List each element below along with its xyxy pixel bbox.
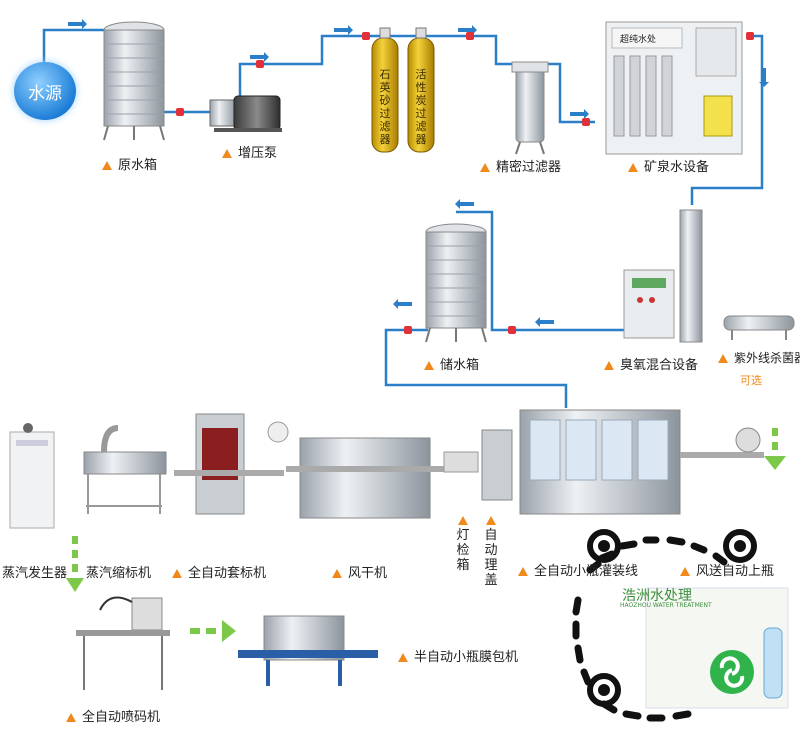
label-cap-sorter: 自动理盖 xyxy=(484,516,498,588)
bullet-icon xyxy=(604,361,614,370)
brand-name: 浩洲水处理 xyxy=(622,588,692,604)
label-light-box: 灯检箱 xyxy=(456,516,470,573)
label-booster-pump: 增压泵 xyxy=(222,146,277,162)
label-air-dryer: 风干机 xyxy=(332,566,387,582)
auto-sleeve-illustration xyxy=(174,413,289,515)
mineral-water-equipment-illustration xyxy=(605,21,743,155)
label-film-wrapper: 半自动小瓶膜包机 xyxy=(398,650,518,666)
label-storage-tank: 储水箱 xyxy=(424,358,479,374)
storage-tank-illustration xyxy=(425,223,487,343)
bullet-icon xyxy=(398,653,408,662)
steam-generator-illustration xyxy=(9,423,55,529)
steam-shrink-illustration xyxy=(83,425,167,514)
bullet-icon xyxy=(332,569,342,578)
qr-code xyxy=(562,521,789,733)
film-wrapper-illustration xyxy=(238,615,378,686)
bullet-icon xyxy=(222,149,232,158)
green-arrows xyxy=(66,428,786,642)
bullet-icon xyxy=(172,569,182,578)
bullet-icon xyxy=(518,567,528,576)
bullet-icon xyxy=(480,163,490,172)
bullet-icon xyxy=(680,567,690,576)
bullet-icon xyxy=(718,354,728,363)
bullet-icon xyxy=(102,161,112,170)
label-precision-filter: 精密过滤器 xyxy=(480,160,561,176)
ozone-mixing-illustration xyxy=(623,209,703,343)
water-source: 水源 xyxy=(14,62,76,120)
label-steam-generator: 蒸汽发生器 xyxy=(2,566,68,581)
valves xyxy=(176,32,754,334)
label-mineral-water-equipment: 矿泉水设备 xyxy=(628,160,709,176)
inkjet-coder-illustration xyxy=(76,596,170,690)
raw-water-tank-illustration xyxy=(103,21,165,141)
tower-label-carbon: 活性炭过滤器 xyxy=(415,68,427,146)
tower-label-sand: 石英砂过滤器 xyxy=(379,68,391,146)
brand-english: HAOZHOU WATER TREATMENT xyxy=(620,602,712,609)
uv-sterilizer-illustration xyxy=(723,315,795,340)
bullet-icon xyxy=(628,163,638,172)
precision-filter-illustration xyxy=(511,61,549,155)
filling-line-illustration xyxy=(443,409,764,515)
pipe-network xyxy=(42,28,764,408)
filter-towers-illustration xyxy=(371,27,435,153)
label-ozone-mixing: 臭氧混合设备 xyxy=(604,358,698,374)
label-uv-sterilizer: 紫外线杀菌器 xyxy=(718,350,800,366)
label-auto-sleeve: 全自动套标机 xyxy=(172,566,266,582)
label-filling-line: 全自动小瓶灌装线 xyxy=(518,564,638,580)
label-raw-tank: 原水箱 xyxy=(102,158,157,174)
panel-label: 超纯水处 xyxy=(620,35,657,45)
bullet-icon xyxy=(486,516,496,525)
label-steam-shrink: 蒸汽缩标机 xyxy=(86,566,152,581)
bullet-icon xyxy=(458,516,468,525)
booster-pump-illustration xyxy=(209,95,282,132)
uv-optional-note: 可选 xyxy=(740,374,762,387)
bullet-icon xyxy=(66,713,76,722)
label-bottle-feeder: 风送自动上瓶 xyxy=(680,564,774,580)
label-inkjet-coder: 全自动喷码机 xyxy=(66,710,160,726)
air-dryer-illustration xyxy=(286,437,446,519)
bullet-icon xyxy=(424,361,434,370)
